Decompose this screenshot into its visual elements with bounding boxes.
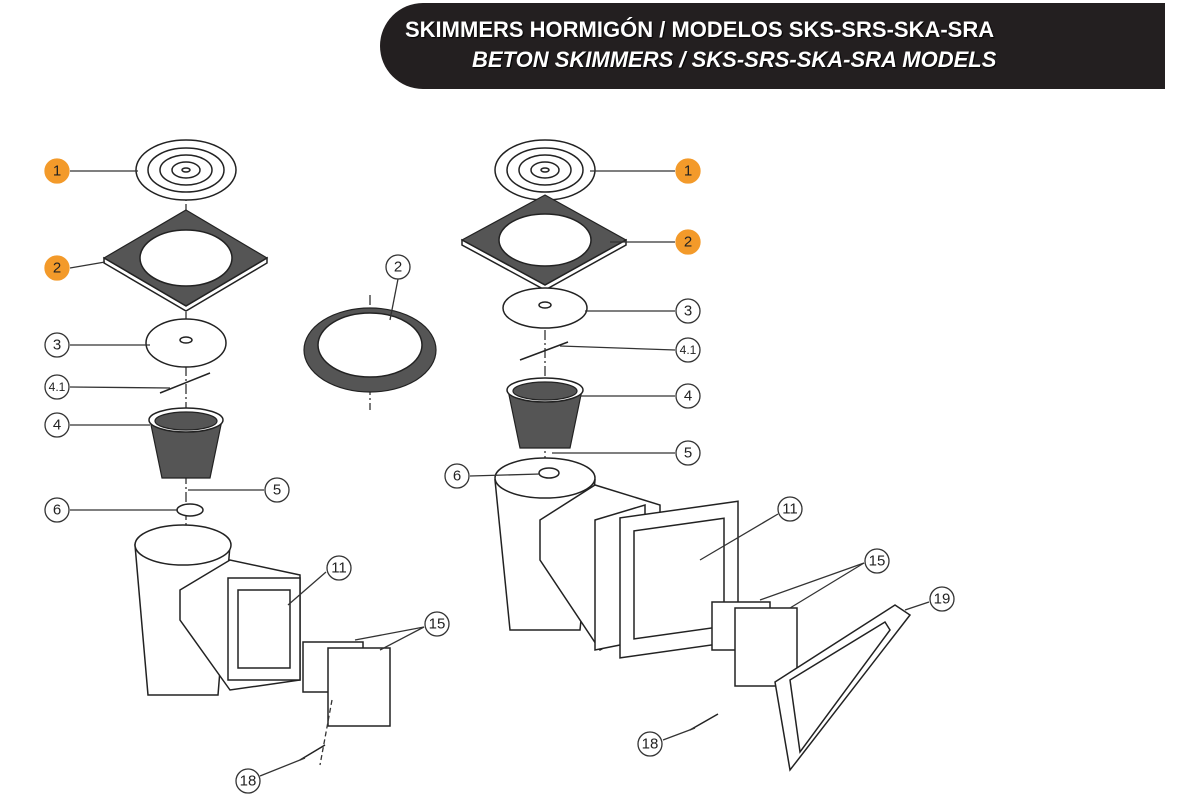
callout-11: 11 (777, 496, 803, 522)
svg-text:4.1: 4.1 (680, 343, 697, 357)
svg-text:11: 11 (331, 560, 347, 577)
callout-6: 6 (44, 497, 70, 523)
pin-part (689, 713, 719, 731)
callout-18: 18 (235, 768, 261, 794)
svg-text:15: 15 (429, 616, 446, 633)
faceplate-part (774, 604, 912, 772)
svg-text:5: 5 (273, 482, 281, 499)
callout-18: 18 (637, 731, 663, 757)
callout-3: 3 (675, 298, 701, 324)
frame-part (102, 209, 269, 312)
svg-text:15: 15 (869, 553, 886, 570)
frame-part (460, 194, 628, 291)
svg-text:18: 18 (642, 736, 659, 753)
svg-text:5: 5 (684, 445, 692, 462)
callout-2-middle: 2 (385, 254, 411, 280)
callout-4-1: 4.1 (44, 374, 70, 400)
svg-text:4.1: 4.1 (49, 380, 66, 394)
plate-part (145, 318, 227, 368)
svg-text:11: 11 (782, 501, 798, 518)
callout-15: 15 (424, 611, 450, 637)
plate-part (502, 287, 588, 329)
rod-part (519, 341, 569, 361)
middle-ring-part: 2 (303, 254, 437, 410)
callout-5: 5 (675, 440, 701, 466)
lid-part (494, 139, 596, 201)
callout-1: 1 (675, 158, 701, 184)
flap-part (176, 503, 204, 517)
svg-text:18: 18 (240, 773, 257, 790)
svg-text:1: 1 (53, 163, 61, 180)
callout-1: 1 (44, 158, 70, 184)
svg-text:1: 1 (684, 163, 692, 180)
svg-text:4: 4 (684, 388, 692, 405)
callout-4-1: 4.1 (675, 337, 701, 363)
skimmer-body (494, 457, 739, 659)
callout-3: 3 (44, 332, 70, 358)
callout-4: 4 (44, 412, 70, 438)
flap-weir-part (711, 601, 798, 687)
title-english: BETON SKIMMERS / SKS-SRS-SKA-SRA MODELS (472, 47, 997, 72)
lid-part (135, 139, 237, 201)
svg-text:4: 4 (53, 417, 61, 434)
callout-11: 11 (326, 555, 352, 581)
svg-text:2: 2 (684, 234, 692, 251)
svg-text:2: 2 (53, 260, 61, 277)
callout-4: 4 (675, 383, 701, 409)
left-assembly: 1 2 3 4.1 4 5 6 11 15 18 (44, 139, 450, 794)
callout-2: 2 (675, 229, 701, 255)
title-spanish: SKIMMERS HORMIGÓN / MODELOS SKS-SRS-SKA-… (405, 17, 995, 42)
callout-2: 2 (44, 255, 70, 281)
rod-part (159, 372, 211, 394)
callout-6: 6 (444, 463, 470, 489)
svg-text:6: 6 (453, 468, 461, 485)
skimmer-body (134, 524, 301, 696)
title-banner: SKIMMERS HORMIGÓN / MODELOS SKS-SRS-SKA-… (380, 3, 1165, 89)
svg-text:3: 3 (53, 337, 61, 354)
svg-text:2: 2 (394, 259, 402, 276)
callout-15: 15 (864, 548, 890, 574)
callout-19: 19 (929, 586, 955, 612)
right-assembly: 1 2 3 4.1 4 5 6 11 15 19 18 (444, 139, 955, 772)
pin-part (299, 744, 326, 761)
flap-weir-part (302, 641, 391, 727)
svg-text:3: 3 (684, 303, 692, 320)
svg-text:6: 6 (53, 502, 61, 519)
svg-text:19: 19 (934, 591, 951, 608)
basket-part (148, 407, 224, 479)
basket-part (506, 377, 584, 449)
callout-5: 5 (264, 477, 290, 503)
